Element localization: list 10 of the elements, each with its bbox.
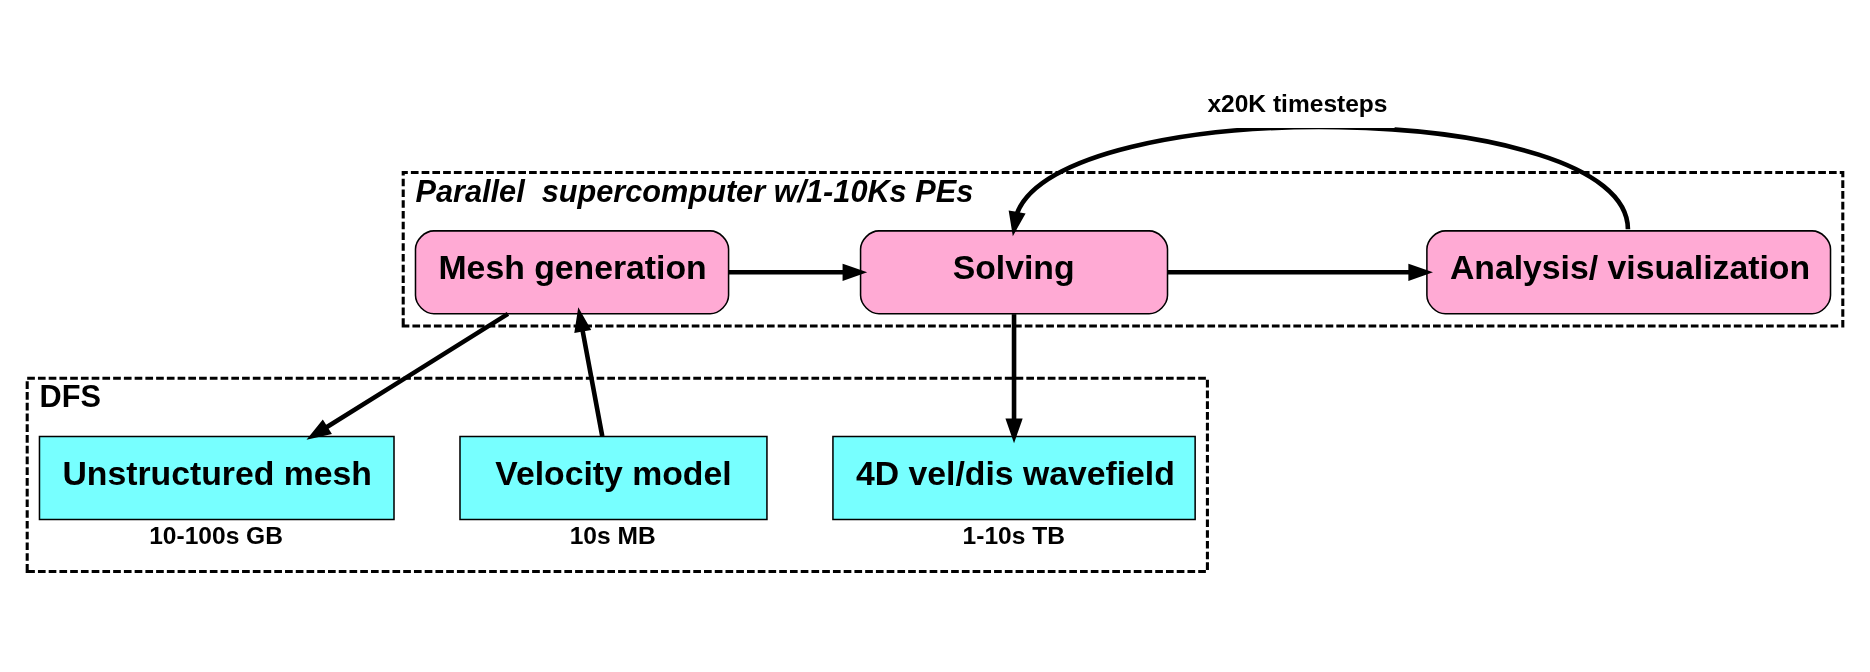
arrow: [1005, 314, 1023, 444]
edge-label: x20K timesteps: [1207, 90, 1388, 118]
node-label: 10s MB: [569, 521, 656, 549]
node-label: 10-100s GB: [149, 521, 283, 549]
arrow: [574, 307, 605, 437]
arrow: [1008, 124, 1631, 237]
arrow: [1167, 263, 1433, 281]
arrow: [728, 263, 868, 281]
arrow: [306, 311, 510, 440]
node-label: 1-10s TB: [962, 521, 1065, 549]
